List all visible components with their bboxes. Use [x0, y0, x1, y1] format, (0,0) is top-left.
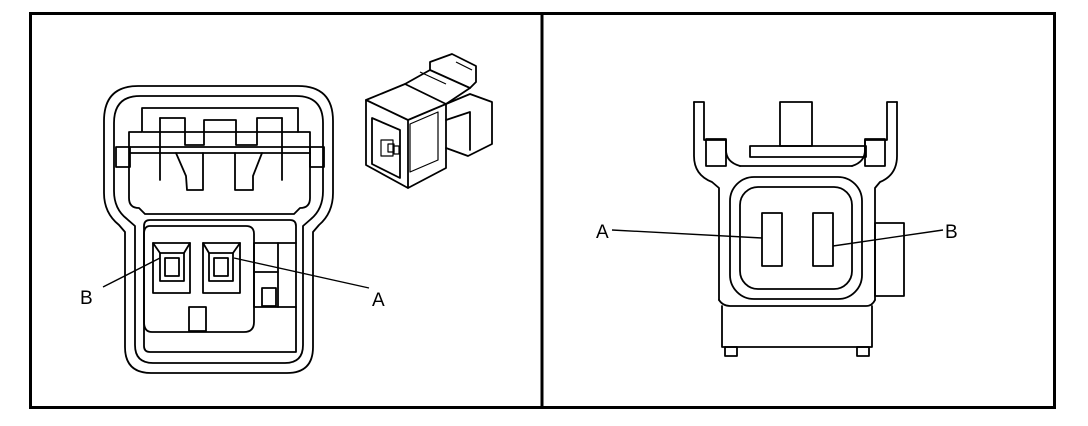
- leader-line-b: [832, 229, 944, 247]
- left-panel: B A: [80, 53, 493, 374]
- connector-isometric-view: [365, 53, 493, 189]
- right-panel: A B: [596, 101, 958, 357]
- callout-label-a: A: [596, 222, 609, 243]
- callout-label-a: A: [372, 290, 385, 311]
- connector-face-view: [103, 85, 334, 374]
- leader-line-a: [233, 257, 370, 289]
- leader-line-a: [611, 229, 763, 239]
- callout-label-b: B: [80, 288, 93, 309]
- connector-side-view: [693, 101, 905, 357]
- callout-label-b: B: [945, 222, 958, 243]
- leader-line-b: [102, 257, 161, 288]
